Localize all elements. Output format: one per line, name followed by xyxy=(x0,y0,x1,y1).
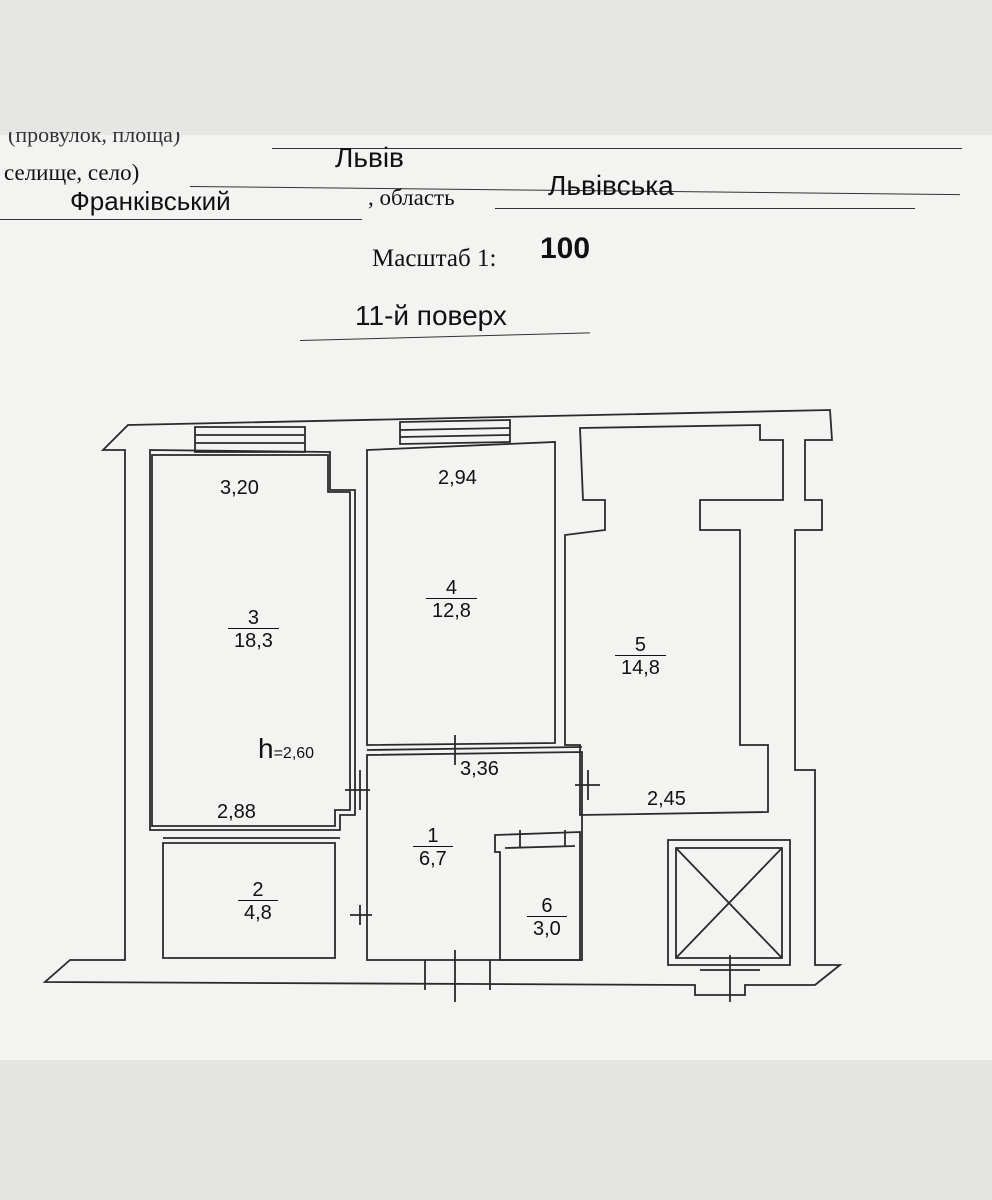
ceiling-height-symbol: h xyxy=(258,733,274,764)
dim-room4-width: 2,94 xyxy=(438,467,477,489)
room-5-number: 5 xyxy=(634,634,647,656)
background-top xyxy=(0,0,992,150)
entrance-door xyxy=(424,950,491,1002)
room-5-label: 5 14,8 xyxy=(615,635,666,678)
floor-title: 11-й поверх xyxy=(355,300,507,331)
room-3-label: 3 18,3 xyxy=(228,608,279,651)
city-value: Львів xyxy=(335,142,404,173)
room-2-label: 2 4,8 xyxy=(238,880,278,923)
room-1-area: 6,7 xyxy=(413,846,453,869)
elevator-shaft xyxy=(667,839,791,966)
room-2-number: 2 xyxy=(252,879,264,901)
header-line1-underline xyxy=(272,148,962,149)
settlement-label: селище, село) xyxy=(4,160,140,185)
room-2-outline xyxy=(162,837,340,959)
region-underline xyxy=(495,208,915,209)
dim-room5-bottom: 2,45 xyxy=(647,788,686,810)
room-5-area: 14,8 xyxy=(615,655,666,678)
region-label: , область xyxy=(368,185,455,210)
room-6-area: 3,0 xyxy=(527,916,567,939)
scale-value: 100 xyxy=(540,232,591,265)
dim-room3-bottom: 2,88 xyxy=(217,801,256,823)
room-5-outline xyxy=(564,424,784,816)
room-1-outline xyxy=(366,751,583,961)
door-mark-5 xyxy=(575,770,600,800)
window-room-3 xyxy=(194,426,306,453)
room-1-number: 1 xyxy=(427,825,439,847)
hall-divider xyxy=(366,746,583,751)
inner-wall xyxy=(149,449,356,831)
room-4-area: 12,8 xyxy=(426,598,477,621)
ceiling-height: h=2,60 xyxy=(258,733,314,765)
dim-room3-width: 3,20 xyxy=(220,477,259,499)
room-6-door xyxy=(519,830,566,848)
room-4-outline xyxy=(366,441,556,746)
room-6-number: 6 xyxy=(541,895,553,917)
door-mark-3 xyxy=(345,770,370,810)
outer-wall xyxy=(42,409,843,996)
district-underline xyxy=(0,219,362,220)
header-line1-partial: (провулок, площа) xyxy=(8,122,181,147)
room-6-outline xyxy=(494,831,581,961)
scale-label: Масштаб 1: xyxy=(372,245,497,272)
room-4-number: 4 xyxy=(445,577,458,599)
paper-sheet xyxy=(0,135,992,1060)
elevator-door xyxy=(700,955,760,1002)
dim-hall-width: 3,36 xyxy=(460,758,499,780)
room-6-label: 6 3,0 xyxy=(527,896,567,939)
room-1-label: 1 6,7 xyxy=(413,826,453,869)
window-room-4 xyxy=(399,419,511,445)
door-mark-2 xyxy=(350,905,372,925)
region-value: Львівська xyxy=(548,170,674,201)
room-4-label: 4 12,8 xyxy=(426,578,477,621)
room-3-area: 18,3 xyxy=(228,628,279,651)
room-2-area: 4,8 xyxy=(238,900,278,923)
room-3-outline xyxy=(151,454,351,827)
district-value: Франківський xyxy=(70,186,231,216)
background-bottom xyxy=(0,1060,992,1200)
room-3-number: 3 xyxy=(247,607,260,629)
ceiling-height-value: =2,60 xyxy=(273,745,315,762)
